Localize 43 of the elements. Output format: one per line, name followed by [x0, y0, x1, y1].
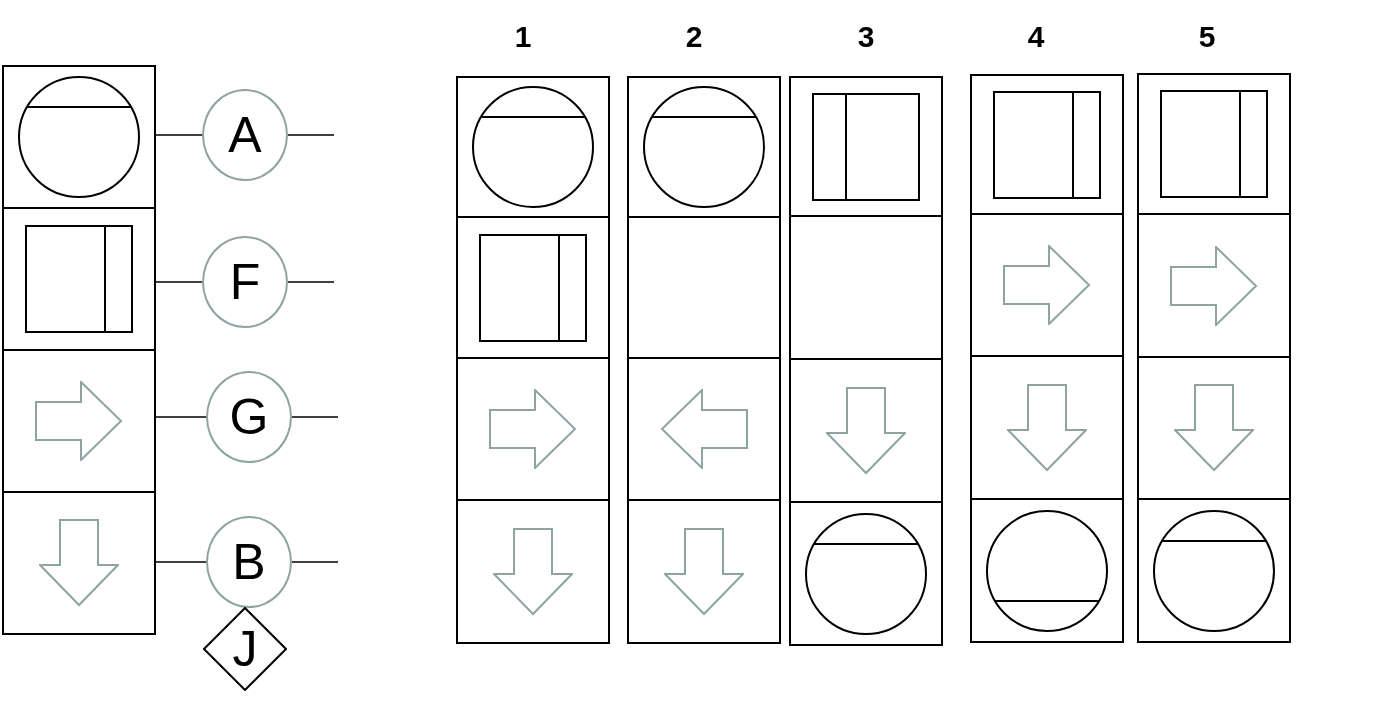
connector-line: [291, 416, 339, 418]
column-number: 3: [856, 20, 876, 54]
letter-label: B: [232, 537, 266, 587]
picture-cell: [627, 499, 781, 644]
picture-cell: [789, 215, 943, 360]
picture-cell: [970, 498, 1124, 643]
picture-cell: [2, 207, 156, 351]
picture-cell: [627, 216, 781, 359]
picture-cell: [456, 216, 610, 359]
connector-line: [287, 134, 335, 136]
letter-label: F: [229, 257, 261, 307]
connector-line: [155, 281, 203, 283]
picture-cell: [2, 65, 156, 209]
column-number: 4: [1026, 20, 1046, 54]
picture-cell: [789, 358, 943, 503]
picture-cell: [970, 74, 1124, 215]
connector-line: [291, 561, 339, 563]
picture-cell: [627, 357, 781, 501]
letter-label: G: [229, 392, 269, 442]
picture-cell: [970, 213, 1124, 357]
column-number: 2: [684, 20, 704, 54]
picture-cell: [1137, 356, 1291, 500]
picture-cell: [970, 355, 1124, 500]
connector-line: [155, 561, 207, 563]
picture-cell: [789, 76, 943, 217]
connector-line: [155, 416, 207, 418]
picture-cell: [627, 76, 781, 218]
letter-diamond: [203, 607, 287, 691]
column-number: 5: [1197, 20, 1217, 54]
picture-cell: [456, 76, 610, 218]
picture-cell: [1137, 73, 1291, 215]
picture-cell: [789, 501, 943, 646]
column-number: 1: [513, 20, 533, 54]
letter-label: A: [228, 110, 262, 160]
picture-cell: [456, 357, 610, 501]
picture-cell: [1137, 213, 1291, 358]
letter-label: J: [232, 624, 258, 674]
connector-line: [287, 281, 335, 283]
picture-cell: [2, 491, 156, 635]
connector-line: [155, 134, 203, 136]
picture-cell: [1137, 498, 1291, 643]
picture-cell: [456, 499, 610, 644]
picture-cell: [2, 349, 156, 493]
